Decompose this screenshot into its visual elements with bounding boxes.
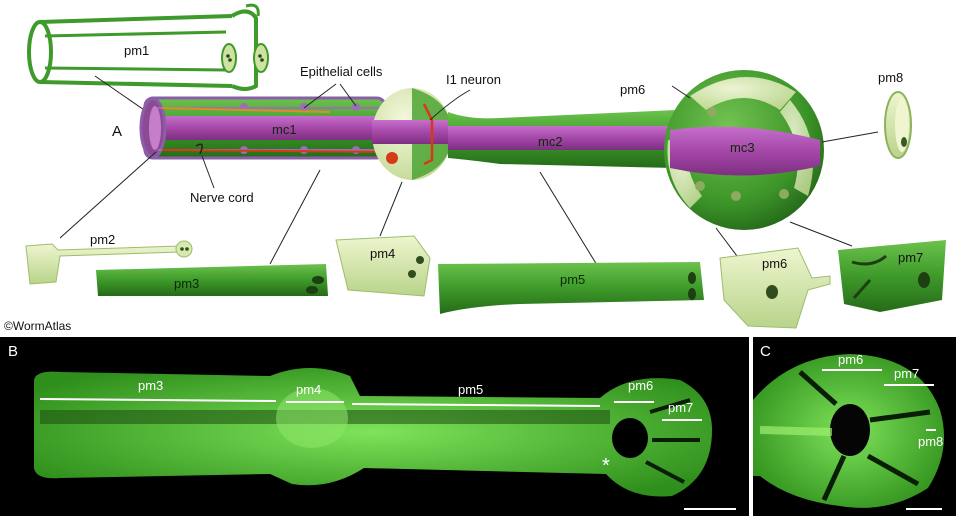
- label-pm5: pm5: [560, 272, 585, 287]
- label-pm6-top: pm6: [620, 82, 645, 97]
- panel-a: pm1: [4, 5, 946, 333]
- label-b-pm7: pm7: [668, 400, 693, 415]
- label-pm6: pm6: [762, 256, 787, 271]
- panel-a-letter: A: [112, 123, 122, 140]
- label-pm7: pm7: [898, 250, 923, 265]
- pm8-cell-drawing: [885, 92, 911, 158]
- metacorpus: [372, 88, 452, 180]
- pm3-cell-drawing: [96, 264, 328, 296]
- label-pm8: pm8: [878, 70, 903, 85]
- label-pm2: pm2: [90, 232, 115, 247]
- label-b-pm6: pm6: [628, 378, 653, 393]
- label-epithelial-cells: Epithelial cells: [300, 64, 383, 79]
- panel-b: B pm3 pm4 pm5 pm6 pm7 *: [0, 337, 749, 516]
- label-b-pm3: pm3: [138, 378, 163, 393]
- panel-c: C pm6 pm7 pm8: [753, 337, 956, 516]
- label-pm4: pm4: [370, 246, 395, 261]
- label-c-pm8: pm8: [918, 434, 943, 449]
- label-b-pm4: pm4: [296, 382, 321, 397]
- pm5-cell-drawing: [438, 262, 704, 314]
- label-i1-neuron: I1 neuron: [446, 72, 501, 87]
- procorpus: [141, 98, 390, 158]
- label-nerve-cord: Nerve cord: [190, 190, 254, 205]
- label-c-pm6: pm6: [838, 352, 863, 367]
- asterisk-marker: *: [602, 455, 610, 477]
- label-c-pm7: pm7: [894, 366, 919, 381]
- pm4-cell-drawing: [336, 236, 430, 296]
- label-mc3: mc3: [730, 140, 755, 155]
- label-pm1: pm1: [124, 43, 149, 58]
- label-mc2: mc2: [538, 134, 563, 149]
- label-mc1: mc1: [272, 122, 297, 137]
- label-pm3: pm3: [174, 276, 199, 291]
- panel-c-letter: C: [760, 343, 771, 360]
- pm7-cell-drawing: [838, 240, 946, 312]
- panel-b-letter: B: [8, 343, 18, 360]
- copyright: ©WormAtlas: [4, 319, 71, 333]
- label-b-pm5: pm5: [458, 382, 483, 397]
